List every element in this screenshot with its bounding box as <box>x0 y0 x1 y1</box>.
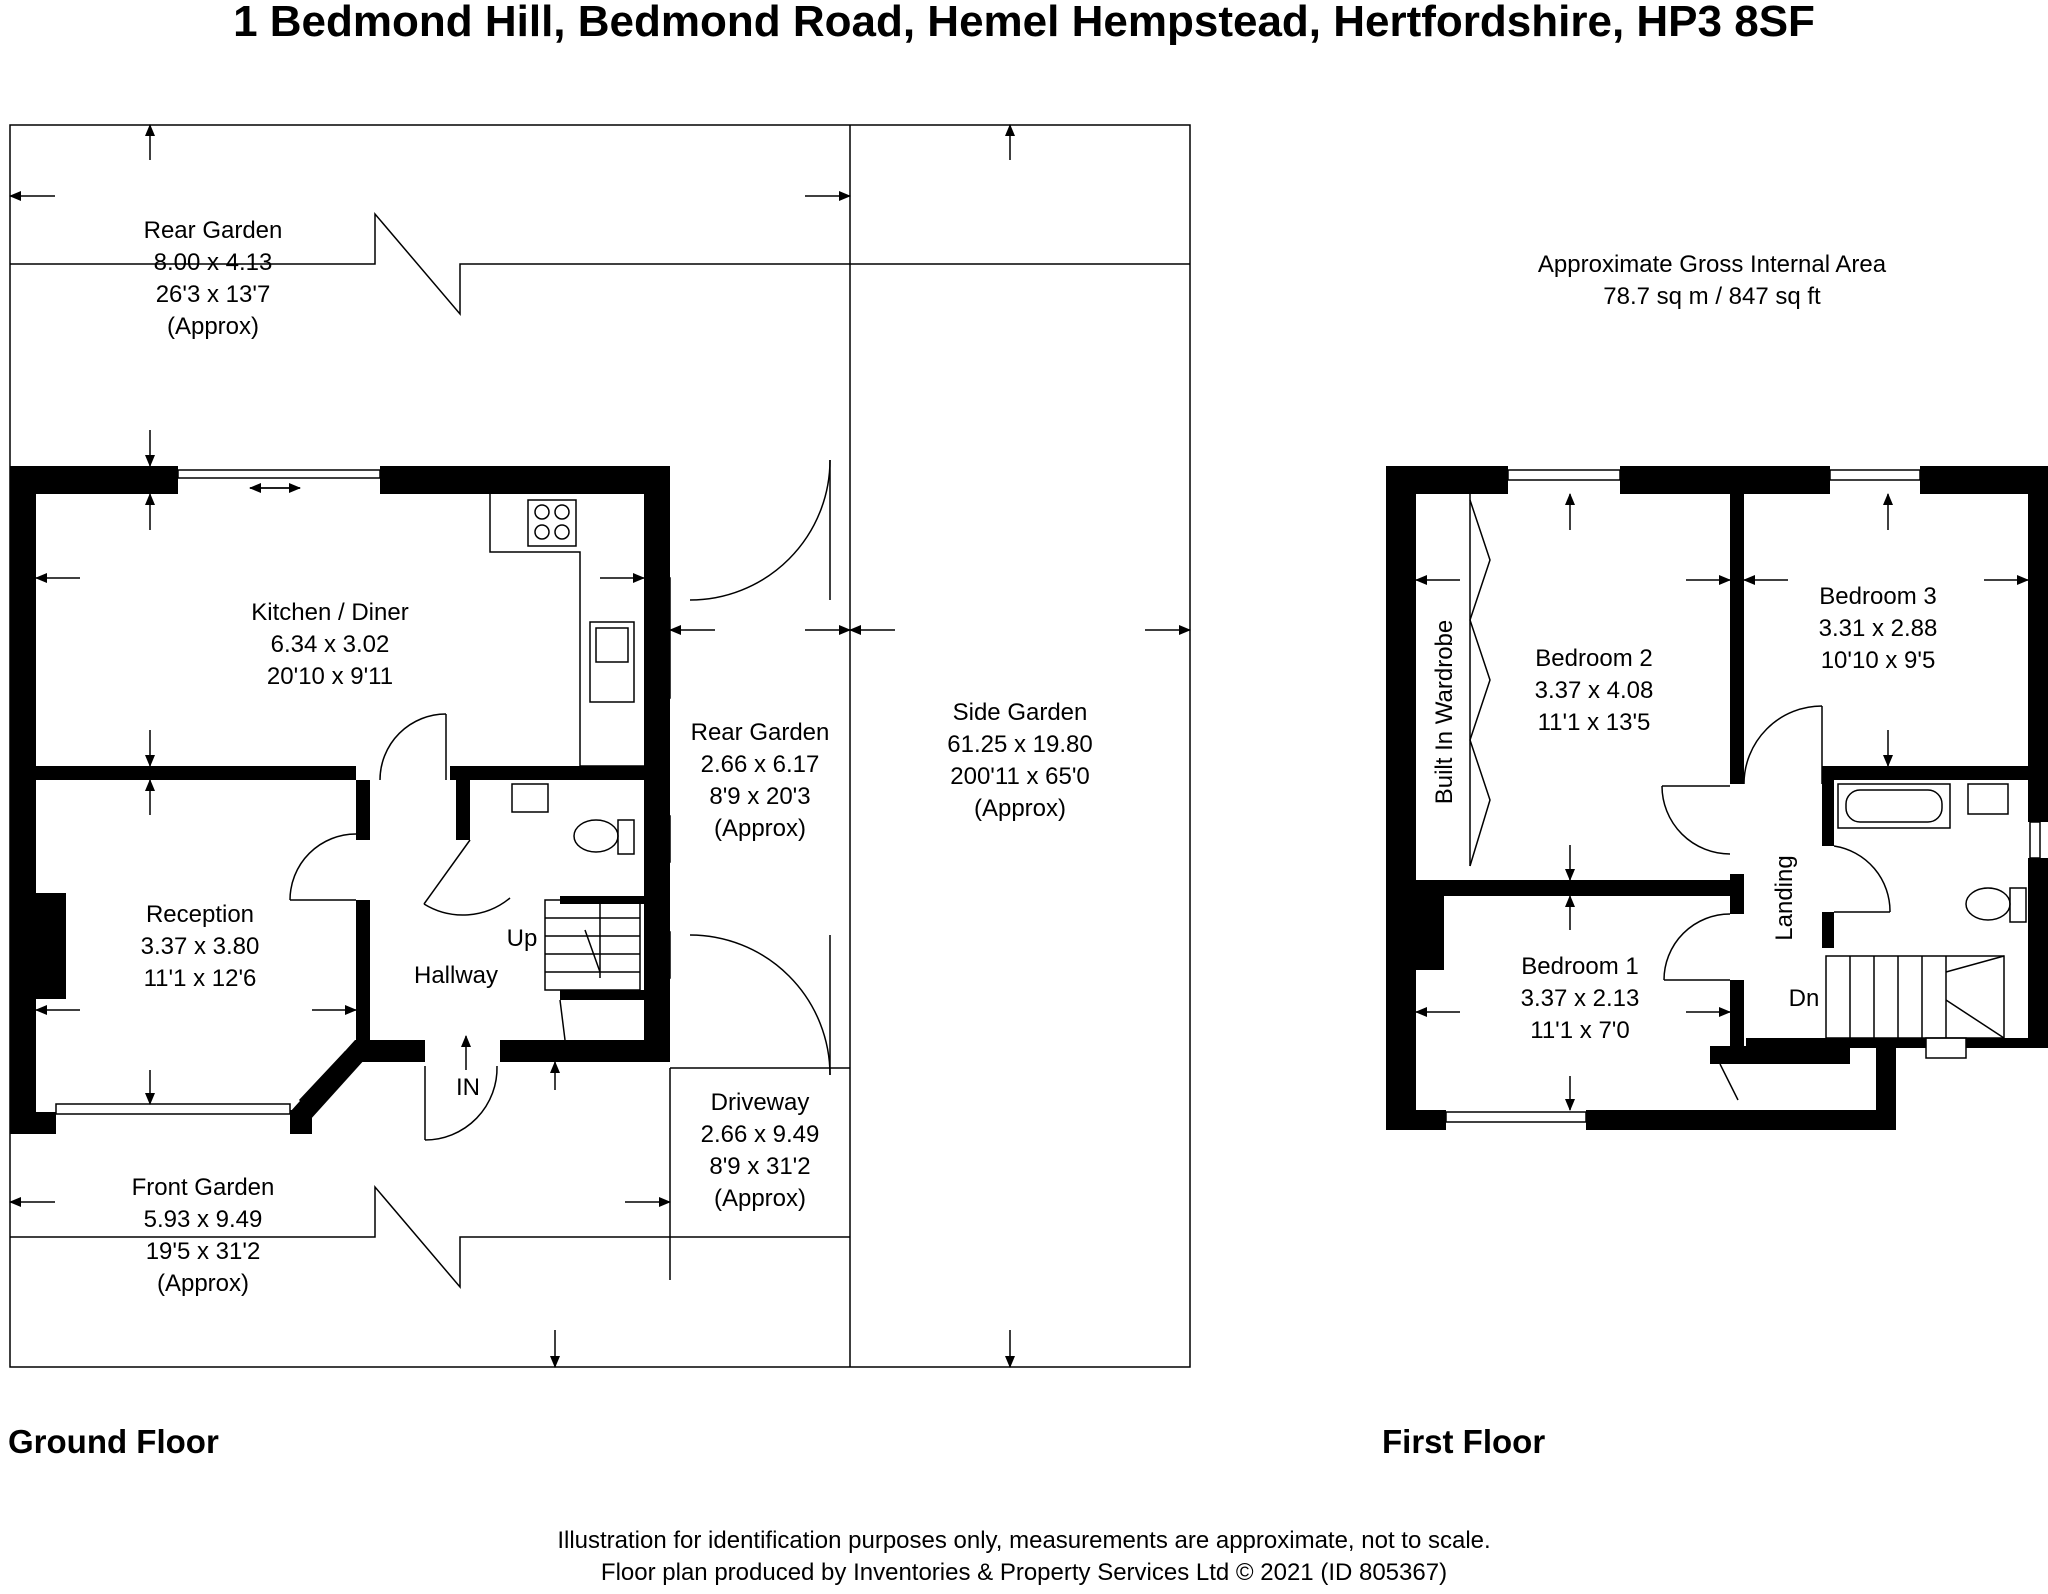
first-floor-fixtures <box>1445 469 2041 1123</box>
label-driveway: Driveway 2.66 x 9.49 8'9 x 31'2 (Approx) <box>701 1089 820 1212</box>
room-imperial: 8'9 x 31'2 <box>709 1153 810 1180</box>
room-note: (Approx) <box>714 1185 806 1212</box>
footer: Illustration for identification purposes… <box>557 1527 1490 1586</box>
ground-floor-measure-arrows <box>9 124 1191 1368</box>
room-imperial: 11'1 x 12'6 <box>144 965 257 992</box>
label-rear-garden-top: Rear Garden 8.00 x 4.13 26'3 x 13'7 (App… <box>144 217 283 340</box>
label-bedroom-3: Bedroom 3 3.31 x 2.88 10'10 x 9'5 <box>1819 583 1938 674</box>
label-first-floor: First Floor <box>1382 1423 1545 1460</box>
ground-floor-fixtures <box>55 469 671 1115</box>
gross-internal-area: Approximate Gross Internal Area 78.7 sq … <box>1538 251 1887 310</box>
ground-floor-doors <box>289 459 831 1141</box>
label-bedroom-2: Bedroom 2 3.37 x 4.08 11'1 x 13'5 <box>1535 645 1654 736</box>
room-name: Kitchen / Diner <box>251 599 408 626</box>
ground-floor-walls <box>10 466 670 1134</box>
room-imperial: 19'5 x 31'2 <box>146 1238 261 1265</box>
room-name: Bedroom 1 <box>1521 953 1638 980</box>
label-reception: Reception 3.37 x 3.80 11'1 x 12'6 <box>141 901 260 992</box>
room-metric: 61.25 x 19.80 <box>947 731 1092 758</box>
room-name: Bedroom 2 <box>1535 645 1652 672</box>
room-imperial: 11'1 x 7'0 <box>1530 1017 1629 1044</box>
ground-floor-site-outline <box>9 124 1191 1368</box>
label-down: Dn <box>1789 985 1820 1012</box>
room-imperial: 10'10 x 9'5 <box>1821 647 1936 674</box>
room-name: Driveway <box>711 1089 810 1116</box>
label-bedroom-1: Bedroom 1 3.37 x 2.13 11'1 x 7'0 <box>1521 953 1640 1044</box>
room-note: (Approx) <box>167 313 259 340</box>
first-floor-doors <box>1661 705 1891 1101</box>
room-name: Rear Garden <box>144 217 283 244</box>
room-metric: 2.66 x 6.17 <box>701 751 820 778</box>
room-metric: 5.93 x 9.49 <box>144 1206 263 1233</box>
page-title: 1 Bedmond Hill, Bedmond Road, Hemel Hemp… <box>233 0 1815 46</box>
room-imperial: 11'1 x 13'5 <box>1538 709 1651 736</box>
label-landing: Landing <box>1771 855 1798 940</box>
room-note: (Approx) <box>974 795 1066 822</box>
label-kitchen-diner: Kitchen / Diner 6.34 x 3.02 20'10 x 9'11 <box>251 599 408 690</box>
room-imperial: 8'9 x 20'3 <box>709 783 810 810</box>
room-metric: 3.37 x 4.08 <box>1535 677 1654 704</box>
area-value: 78.7 sq m / 847 sq ft <box>1603 283 1821 310</box>
room-note: (Approx) <box>157 1270 249 1297</box>
label-rear-garden-side: Rear Garden 2.66 x 6.17 8'9 x 20'3 (Appr… <box>691 719 830 842</box>
room-metric: 3.37 x 3.80 <box>141 933 260 960</box>
room-name: Rear Garden <box>691 719 830 746</box>
label-side-garden: Side Garden 61.25 x 19.80 200'11 x 65'0 … <box>947 699 1092 822</box>
label-up: Up <box>507 925 538 952</box>
label-hallway: Hallway <box>414 962 498 989</box>
room-name: Front Garden <box>132 1174 275 1201</box>
area-label: Approximate Gross Internal Area <box>1538 251 1887 278</box>
room-metric: 2.66 x 9.49 <box>701 1121 820 1148</box>
label-ground-floor: Ground Floor <box>8 1423 219 1460</box>
footer-disclaimer: Illustration for identification purposes… <box>557 1527 1490 1554</box>
label-entrance: IN <box>456 1074 480 1101</box>
label-front-garden: Front Garden 5.93 x 9.49 19'5 x 31'2 (Ap… <box>132 1174 275 1297</box>
room-metric: 6.34 x 3.02 <box>271 631 390 658</box>
room-imperial: 200'11 x 65'0 <box>950 763 1090 790</box>
footer-credit: Floor plan produced by Inventories & Pro… <box>601 1559 1447 1586</box>
label-built-in-wardrobe: Built In Wardrobe <box>1431 620 1458 805</box>
room-metric: 3.37 x 2.13 <box>1521 985 1640 1012</box>
first-floor-measure-arrows <box>1415 493 2029 1111</box>
room-imperial: 26'3 x 13'7 <box>156 281 271 308</box>
room-metric: 3.31 x 2.88 <box>1819 615 1938 642</box>
first-floor-walls <box>1386 466 2048 1130</box>
room-imperial: 20'10 x 9'11 <box>267 663 393 690</box>
room-metric: 8.00 x 4.13 <box>154 249 273 276</box>
room-name: Bedroom 3 <box>1819 583 1936 610</box>
room-name: Side Garden <box>953 699 1088 726</box>
room-name: Reception <box>146 901 254 928</box>
room-note: (Approx) <box>714 815 806 842</box>
